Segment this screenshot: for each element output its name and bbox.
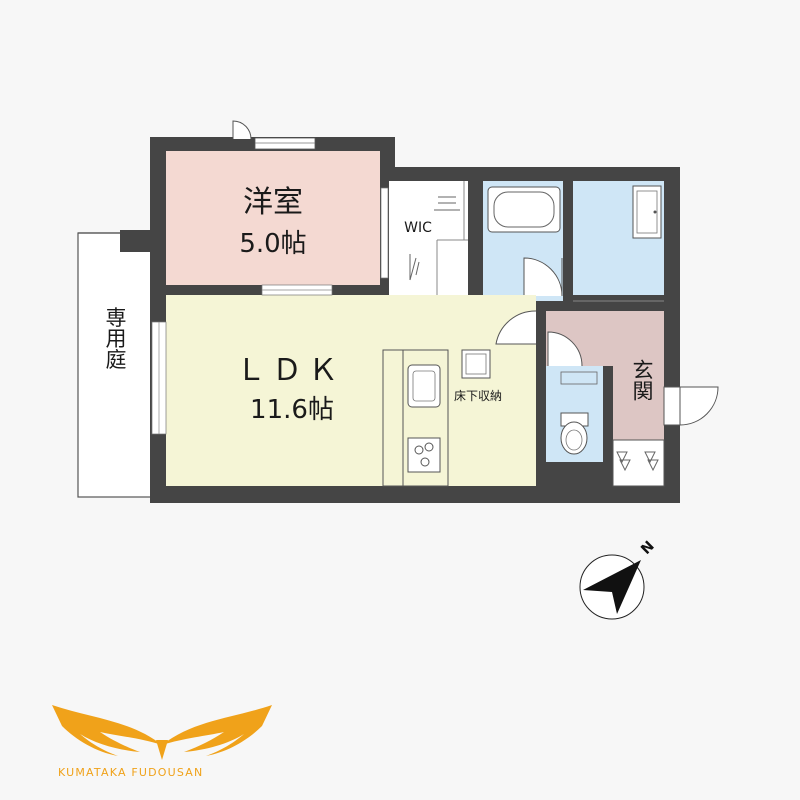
compass: N bbox=[579, 538, 658, 620]
stove bbox=[407, 437, 441, 473]
western-room bbox=[166, 151, 380, 285]
western-room-size: 5.0帖 bbox=[239, 229, 306, 259]
ldk-name: ＬＤＫ bbox=[236, 353, 344, 388]
western-room-name: 洋室 bbox=[243, 185, 303, 220]
entrance bbox=[613, 360, 664, 440]
ldk-size: 11.6帖 bbox=[250, 395, 334, 425]
wic-label: WIC bbox=[404, 220, 432, 236]
entrance-label: 玄関 bbox=[630, 359, 654, 401]
company-logo-icon bbox=[52, 705, 272, 760]
compass-north-label: N bbox=[638, 538, 658, 558]
company-name: KUMATAKA FUDOUSAN bbox=[58, 766, 204, 779]
wic-room bbox=[389, 181, 468, 295]
ldk-room bbox=[166, 295, 536, 486]
garden-label: 専用庭 bbox=[103, 307, 127, 370]
underfloor-label: 床下収納 bbox=[454, 389, 502, 403]
north-arrow-icon bbox=[583, 560, 641, 614]
